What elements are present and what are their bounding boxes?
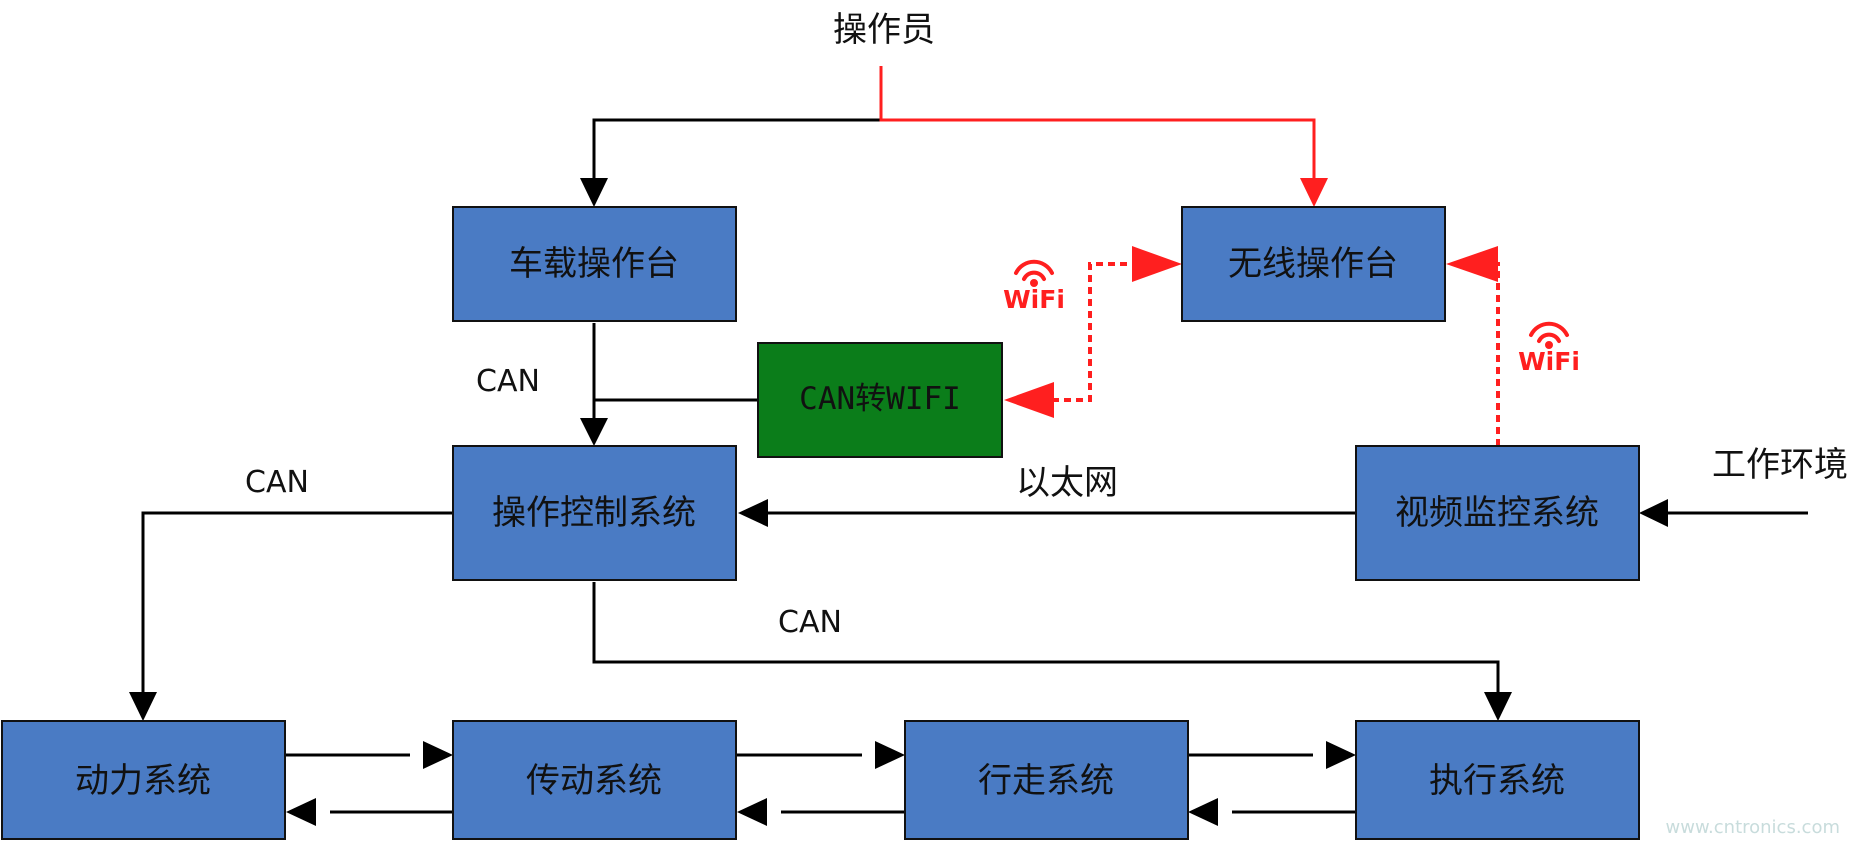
arrowhead-power-back xyxy=(286,798,316,826)
box-label: 行走系统 xyxy=(978,761,1114,801)
arrowhead-video-right xyxy=(1639,499,1668,527)
arrowhead-execution-in xyxy=(1326,741,1356,769)
arrowhead-wireless-right xyxy=(1446,246,1498,282)
box-label: 传动系统 xyxy=(526,761,662,801)
box-video-monitoring: 视频监控系统 xyxy=(1355,445,1640,581)
can-label-onboard: CAN xyxy=(476,364,540,399)
arrowhead-wireless-left xyxy=(1132,246,1182,282)
can-label-power: CAN xyxy=(245,465,309,500)
box-operation-control: 操作控制系统 xyxy=(452,445,737,581)
box-label: 无线操作台 xyxy=(1228,244,1398,284)
arrowhead-onboard xyxy=(580,178,608,207)
box-power-system: 动力系统 xyxy=(1,720,286,840)
box-label: 执行系统 xyxy=(1429,761,1565,801)
operator-label: 操作员 xyxy=(833,10,935,50)
can-label-execution: CAN xyxy=(778,605,842,640)
red-arrowheads xyxy=(1004,178,1498,418)
box-onboard-console: 车载操作台 xyxy=(452,206,737,322)
wifi-link-video xyxy=(1490,262,1500,446)
watermark-text: www.cntronics.com xyxy=(1666,817,1840,838)
connector-control-execution xyxy=(592,582,1500,695)
connector-operator-wireless xyxy=(879,66,1316,178)
wifi-icon xyxy=(1014,259,1054,287)
arrowhead-travel-back xyxy=(1188,798,1218,826)
box-can-to-wifi: CAN转WIFI xyxy=(757,342,1003,458)
environment-label: 工作环境 xyxy=(1712,445,1848,485)
arrowhead-execution xyxy=(1484,692,1512,721)
box-wireless-console: 无线操作台 xyxy=(1181,206,1446,322)
wifi-icon xyxy=(1529,321,1569,349)
arrowhead-control-left xyxy=(738,499,768,527)
ethernet-label: 以太网 xyxy=(1016,463,1118,503)
red-connectors xyxy=(879,66,1316,178)
arrowhead-converter xyxy=(1004,382,1054,418)
arrowhead-transmission-in xyxy=(423,741,453,769)
arrowhead-travel-in xyxy=(875,741,905,769)
box-transmission-system: 传动系统 xyxy=(452,720,737,840)
box-label: 视频监控系统 xyxy=(1395,493,1599,533)
arrowhead-transmission-back xyxy=(737,798,767,826)
wifi-link-converter xyxy=(1040,262,1134,402)
arrowhead-power xyxy=(129,692,157,721)
black-arrowheads xyxy=(129,178,1668,826)
box-execution-system: 执行系统 xyxy=(1355,720,1640,840)
connector-operator-onboard xyxy=(592,118,881,178)
box-label: 车载操作台 xyxy=(509,244,679,284)
black-connectors xyxy=(141,118,1808,814)
wifi-label-top: WiFi xyxy=(1003,285,1065,314)
box-label: 操作控制系统 xyxy=(492,493,696,533)
connector-control-power xyxy=(141,511,453,695)
wifi-label-right: WiFi xyxy=(1518,347,1580,376)
box-label: 动力系统 xyxy=(75,761,211,801)
box-label: CAN转WIFI xyxy=(799,381,961,417)
arrowhead-wireless-top xyxy=(1300,178,1328,207)
box-travel-system: 行走系统 xyxy=(904,720,1189,840)
arrowhead-control-top xyxy=(580,418,608,446)
